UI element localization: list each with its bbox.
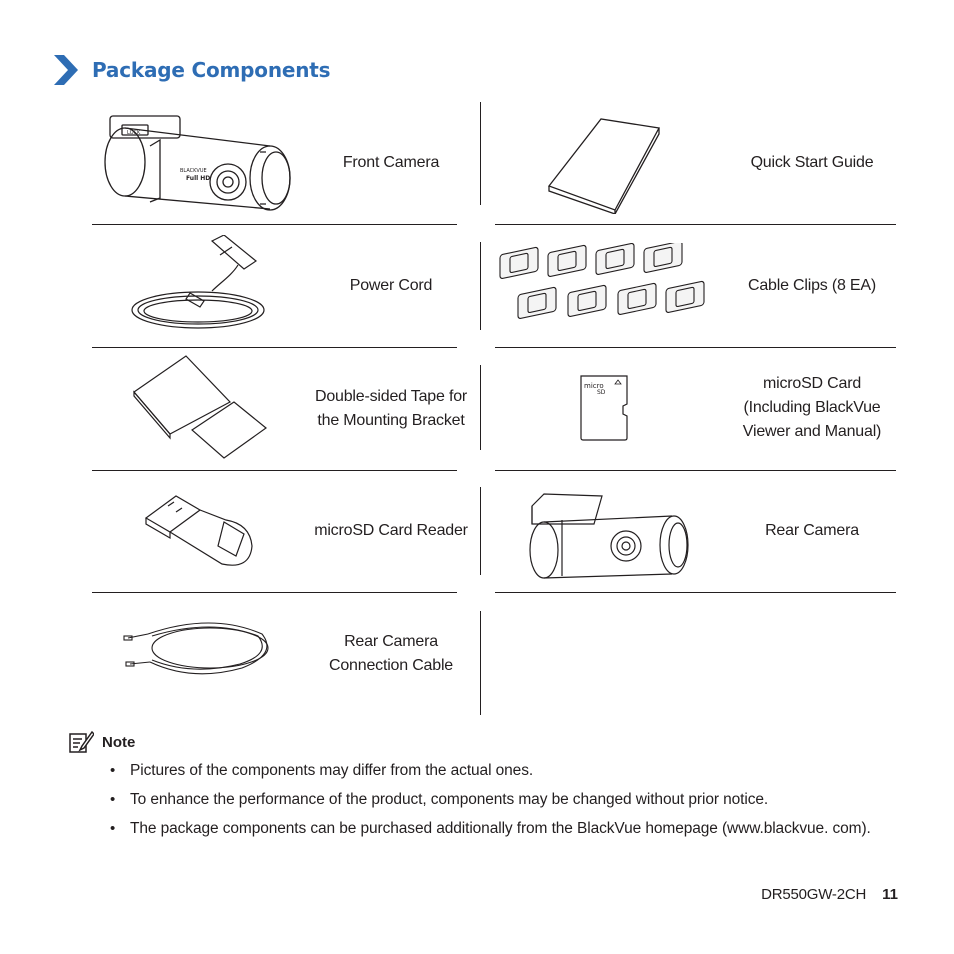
component-label: Quick Start Guide [750,154,874,171]
svg-text:micro: micro [584,382,604,390]
note-pencil-icon [69,730,94,753]
microsd-card-reader-image [144,495,253,566]
divider [92,592,457,593]
divider [495,470,896,471]
svg-text:Full HD: Full HD [186,175,210,182]
rear-camera-image [529,493,689,579]
component-label-line: Double-sided Tape for [314,388,468,405]
note-text: The package components can be purchased … [130,820,871,837]
list-item: • The package components can be purchase… [68,818,908,840]
note-header: Note [68,728,908,756]
component-label-line: Connection Cable [329,657,453,674]
component-label: microSD Card (Including BlackVue Viewer … [730,372,894,444]
component-label: Rear Camera [765,522,859,539]
divider [480,611,481,715]
component-label: Double-sided Tape for the Mounting Brack… [300,385,482,433]
component-label-line: Viewer and Manual) [742,423,882,440]
bullet-icon: • [110,791,116,808]
component-label: Rear Camera Connection Cable [310,630,472,678]
component-label: Power Cord [349,277,433,294]
bullet-icon: • [110,820,116,837]
component-label-line: (Including BlackVue [743,399,881,416]
divider [495,592,896,593]
note-title: Note [102,733,136,751]
divider [92,470,457,471]
divider [480,487,481,575]
divider [92,347,457,348]
divider [495,224,896,225]
page-title: Package Components [92,58,331,82]
note-section: Note • Pictures of the components may di… [68,728,908,847]
list-item: • Pictures of the components may differ … [68,760,908,782]
note-list: • Pictures of the components may differ … [68,760,908,840]
power-cord-image [131,235,265,329]
divider [480,365,481,450]
svg-text:BLACKVUE: BLACKVUE [180,168,207,174]
divider [480,102,481,205]
note-text: Pictures of the components may differ fr… [130,762,534,779]
component-label-line: microSD Card [762,375,862,392]
divider [495,347,896,348]
list-item: • To enhance the performance of the prod… [68,789,908,811]
double-sided-tape-image [133,355,267,459]
component-label: Front Camera [342,154,440,171]
front-camera-image: LOCK BLACKVUE Full HD [104,115,291,211]
chevron-right-icon [54,55,78,85]
cable-clips-image [499,243,705,319]
model-name: DR550GW-2CH [761,886,867,903]
note-text: To enhance the performance of the produc… [130,791,769,808]
divider [480,242,481,330]
svg-text:SD: SD [597,389,606,396]
rear-camera-cable-image [123,622,269,675]
svg-text:LOCK: LOCK [127,130,141,136]
page-footer: DR550GW-2CH 11 [761,886,898,903]
quick-start-guide-image [547,118,661,214]
section-header: Package Components [54,52,331,88]
component-label-line: Rear Camera [344,633,438,650]
bullet-icon: • [110,762,116,779]
microsd-card-image: micro SD [580,375,628,441]
component-label: microSD Card Reader [314,522,468,539]
component-label-line: the Mounting Bracket [317,412,465,429]
component-label: Cable Clips (8 EA) [747,277,876,294]
divider [92,224,457,225]
page-number: 11 [882,886,898,903]
